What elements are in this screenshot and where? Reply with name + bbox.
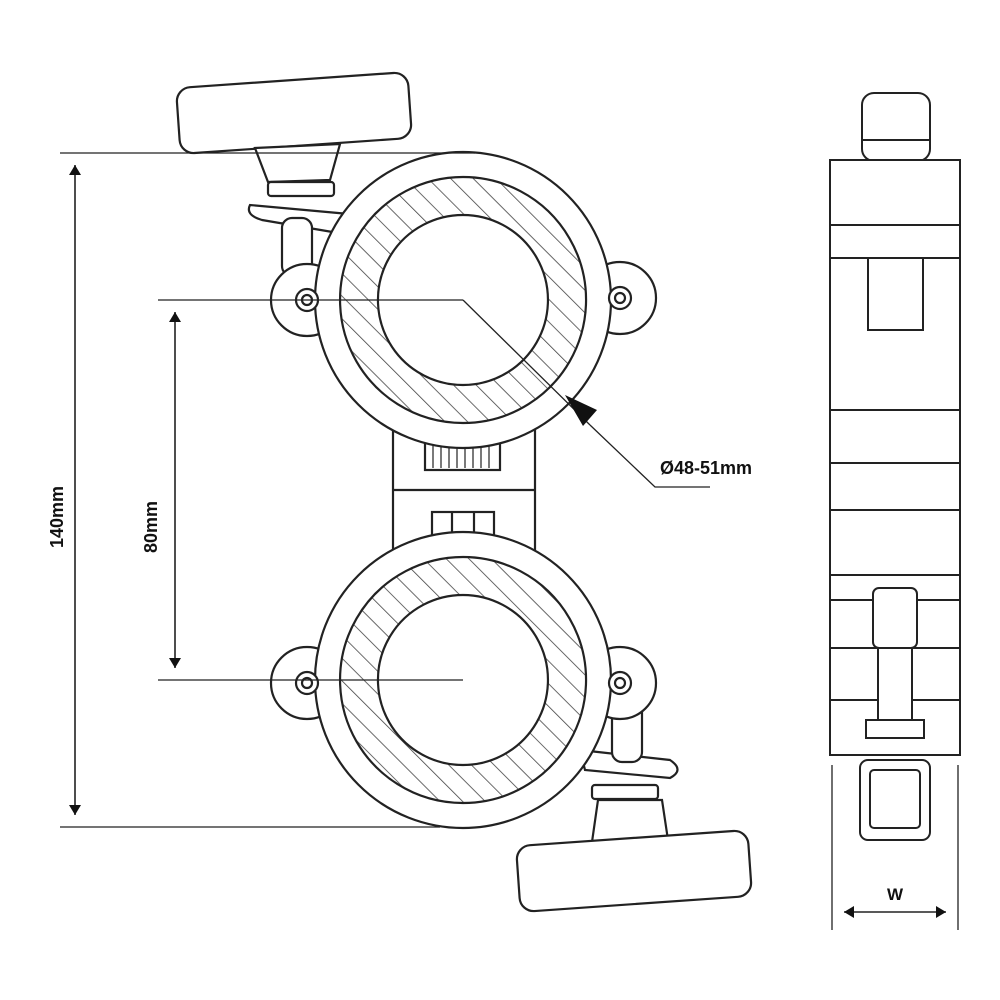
front-view	[175, 71, 753, 913]
side-view	[829, 92, 961, 841]
top-knob	[175, 71, 413, 278]
center-distance-label: 80mm	[141, 501, 161, 553]
total-height-label: 140mm	[47, 486, 67, 548]
width-dimension	[831, 765, 959, 930]
width-label: W	[887, 885, 904, 904]
dimension-lines	[60, 152, 710, 828]
bottom-knob	[515, 698, 753, 913]
tube-diameter-label: Ø48-51mm	[660, 458, 752, 478]
